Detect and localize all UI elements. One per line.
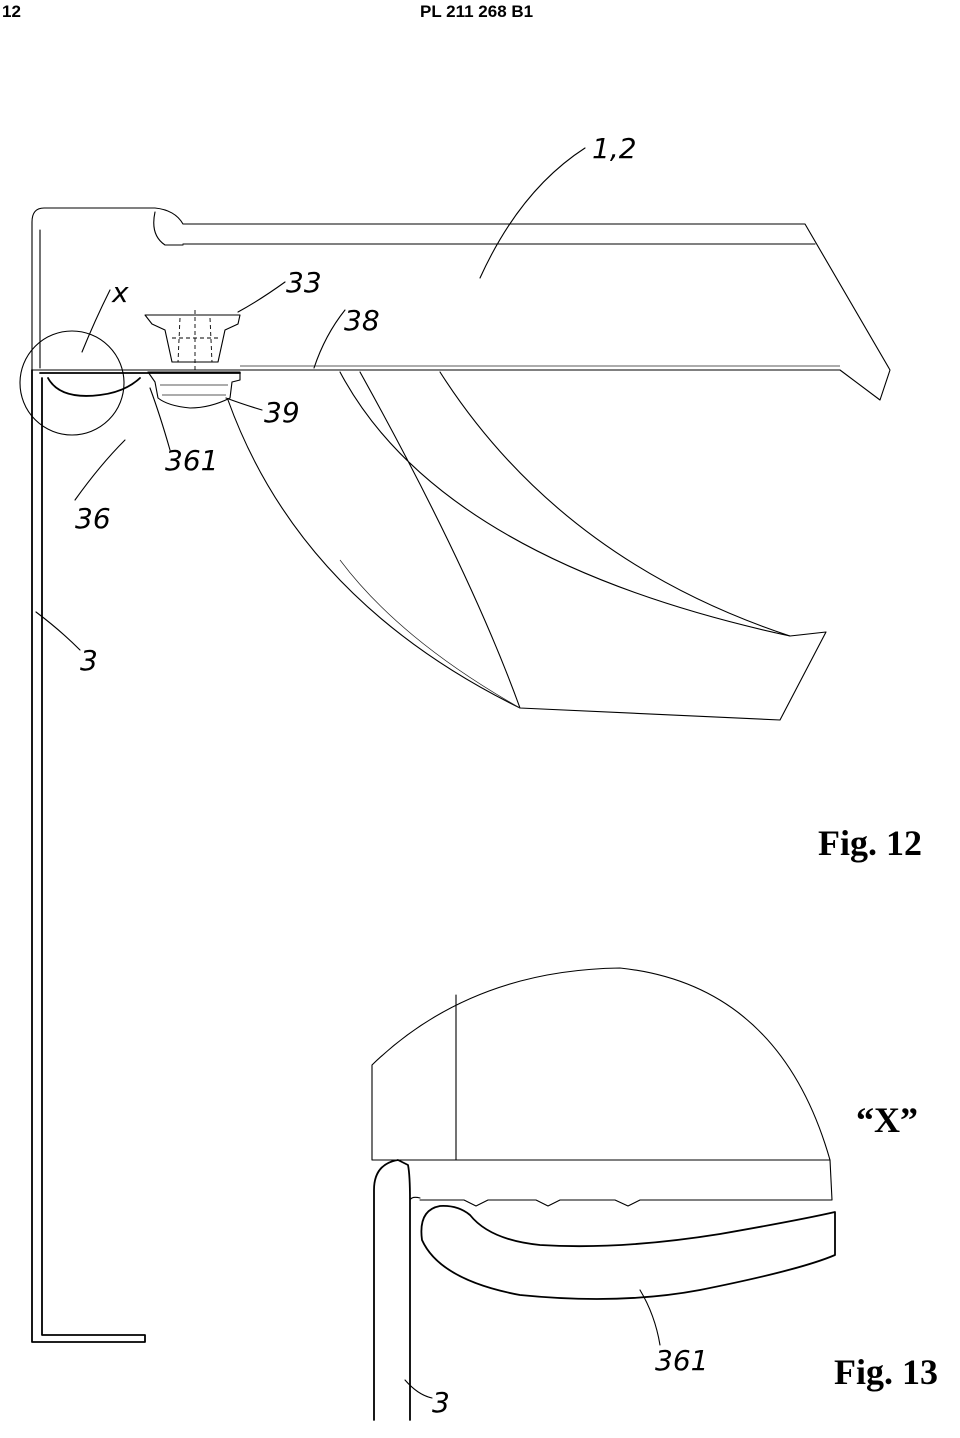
document-id: PL 211 268 B1 — [420, 2, 534, 21]
label-3: 3 — [80, 644, 98, 677]
leader-361 — [149, 387, 171, 451]
housing-inner-line — [39, 211, 816, 369]
fig-12-caption: Fig. 12 — [818, 823, 922, 863]
detail-flange — [397, 1159, 833, 1207]
detail-housing — [371, 967, 831, 1161]
page-number: 12 — [2, 2, 21, 21]
label-12: 1,2 — [592, 132, 637, 165]
label-361: 361 — [165, 444, 218, 477]
label-33: 33 — [286, 266, 322, 299]
fig-13-caption: Fig. 13 — [834, 1352, 938, 1392]
fig-13-drawing: 361 3 “X” Fig. 13 — [371, 967, 938, 1421]
fig-12-drawing: 1,2 x 33 38 39 361 36 3 Fig. 12 — [19, 132, 922, 1343]
wall-3 — [31, 369, 146, 1343]
label-39: 39 — [264, 396, 300, 429]
detail-leader-361 — [639, 1289, 661, 1346]
detail-wall-3 — [373, 1159, 411, 1421]
detail-label-3: 3 — [432, 1386, 450, 1419]
nut-39 — [147, 371, 241, 409]
curved-arm — [227, 371, 827, 721]
leader-38 — [313, 309, 346, 369]
leader-12 — [479, 147, 586, 279]
detail-x-label: “X” — [856, 1100, 918, 1140]
detail-label-361: 361 — [655, 1344, 708, 1377]
screw-33 — [144, 310, 241, 372]
clip-361-small — [39, 372, 241, 397]
leader-3 — [35, 611, 81, 651]
curved-arm-inner — [339, 371, 791, 709]
leader-39 — [225, 397, 263, 411]
detail-circle-x — [19, 330, 125, 436]
label-x: x — [111, 276, 129, 309]
label-36: 36 — [75, 502, 111, 535]
housing-outline — [31, 207, 891, 401]
leader-x — [81, 289, 111, 353]
detail-leader-3 — [404, 1379, 433, 1399]
leader-36 — [74, 439, 126, 501]
leader-33 — [237, 281, 286, 313]
detail-clip-361 — [420, 1205, 836, 1300]
label-38: 38 — [344, 304, 380, 337]
